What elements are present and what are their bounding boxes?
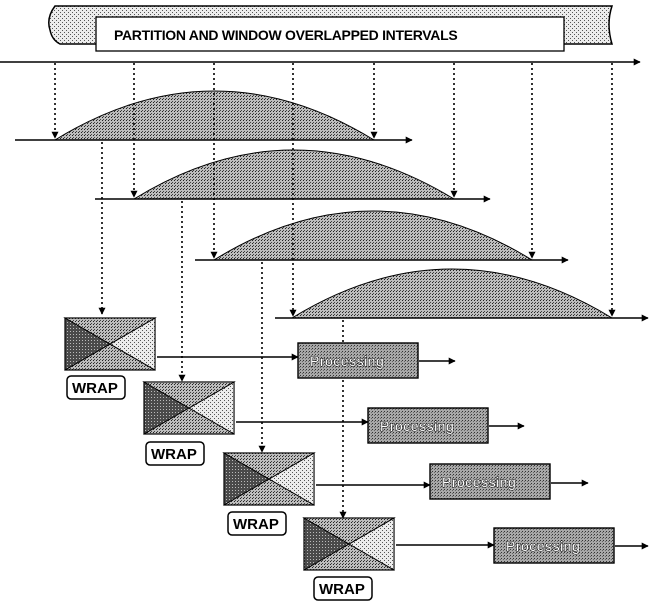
processing-label-1: Processing [310, 353, 384, 369]
wrap-block-2 [142, 381, 236, 435]
window-curve-4 [290, 268, 614, 319]
window-curve-2 [132, 149, 456, 200]
stage-4: WRAP Processing [302, 517, 649, 601]
wrap-block-1 [63, 317, 157, 371]
processing-label-3: Processing [442, 474, 516, 490]
wrap-label-1: WRAP [72, 380, 118, 397]
banner-title-box [95, 16, 565, 52]
wrap-block-4 [302, 517, 396, 571]
wrap-label-4: WRAP [319, 581, 365, 598]
stage-1: WRAP Processing [63, 317, 456, 400]
wrap-label-box-4 [313, 576, 373, 601]
processing-box-1 [297, 342, 419, 379]
processing-label-2: Processing [380, 418, 454, 434]
wrap-label-box-3 [227, 511, 287, 536]
processing-box-4 [493, 527, 615, 564]
wrap-label-2: WRAP [151, 446, 197, 463]
window-curve-3 [212, 210, 534, 261]
banner: PARTITION AND WINDOW OVERLAPPED INTERVAL… [48, 5, 614, 52]
wrap-label-3: WRAP [233, 516, 279, 533]
wrap-label-box-2 [145, 441, 205, 466]
banner-title: PARTITION AND WINDOW OVERLAPPED INTERVAL… [114, 27, 457, 43]
stage-2: WRAP Processing [142, 381, 525, 466]
wrap-label-box-1 [66, 375, 126, 400]
processing-box-3 [429, 463, 551, 500]
partition-drop-arrows [51, 63, 616, 317]
wrap-block-3 [222, 452, 316, 506]
window-row-4 [275, 268, 649, 322]
processing-box-2 [367, 407, 489, 444]
window-row-3 [195, 210, 569, 264]
stage-3: WRAP Processing [222, 452, 589, 536]
processing-label-4: Processing [506, 538, 580, 554]
